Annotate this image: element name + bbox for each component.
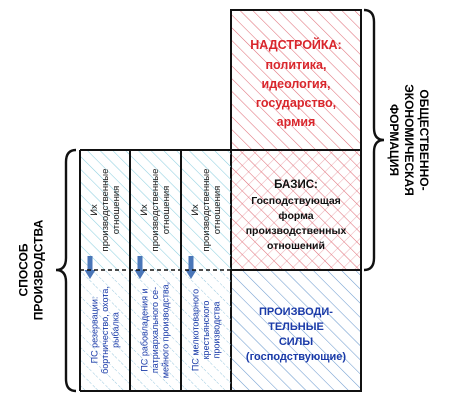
text-line: форма	[278, 210, 313, 222]
column-relations-text: Ихпроизводственныеотношения	[89, 169, 122, 252]
column-forces-text: ПС резервации:бортничество, охота,рыбалк…	[90, 286, 121, 374]
text-line: производственные	[201, 169, 212, 252]
column-relations-text: Ихпроизводственныеотношения	[190, 169, 223, 252]
forces-hatch	[231, 270, 361, 391]
text-line: патриархального се-	[150, 287, 160, 373]
text-line: Их	[89, 204, 100, 216]
column-forces-text: ПС рабовладения ипатриархального се-мейн…	[140, 282, 171, 378]
forces-text: ПРОИЗВОДИ- ТЕЛЬНЫЕ СИЛЫ (господствующие)	[246, 306, 347, 363]
text-line: отношений	[267, 240, 325, 252]
text-line: (господствующие)	[246, 351, 347, 363]
text-line: государство,	[256, 96, 336, 110]
mode-brace-shape	[55, 148, 77, 393]
forces-block: ПРОИЗВОДИ- ТЕЛЬНЫЕ СИЛЫ (господствующие)	[230, 269, 362, 392]
text-line: отношения	[111, 186, 122, 235]
superstructure-text: НАДСТРОЙКА: политика, идеология, государств…	[250, 37, 341, 129]
relations-hatch	[80, 150, 231, 270]
text-line: ЭКОНОМИЧЕСКАЯ	[402, 84, 416, 196]
column-forces-text: ПС мелкотоварногокрестьянскогопроизводст…	[191, 289, 222, 371]
down-arrow-icon	[185, 256, 197, 279]
text-line: ТЕЛЬНЫЕ	[268, 321, 324, 333]
superstructure-hatch	[231, 10, 361, 150]
text-line: НАДСТРОЙКА:	[250, 37, 341, 52]
text-line: ПС рабовладения и	[140, 288, 150, 371]
text-line: БАЗИС:	[274, 179, 318, 191]
text-line: производственные	[150, 169, 161, 252]
down-arrow-icon	[84, 256, 96, 279]
text-line: производственные	[100, 169, 111, 252]
down-arrow-icon	[134, 256, 146, 279]
formation-brace-shape	[363, 8, 385, 272]
text-line: Их	[190, 204, 201, 216]
text-line: СПОСОБ	[17, 243, 31, 296]
text-line: производственных	[246, 225, 347, 237]
text-line: СИЛЫ	[279, 336, 314, 348]
forces-columns-hatch	[80, 270, 231, 391]
text-line: ПРОИЗВОДСТВА	[32, 219, 46, 320]
text-line: отношения	[161, 186, 172, 235]
text-line: мейного производства,	[161, 282, 171, 378]
text-line: производства	[212, 301, 222, 358]
formation-label: ОБЩЕСТВЕННО-ЭКОНОМИЧЕСКАЯФОРМАЦИЯ	[387, 84, 431, 196]
text-line: ПС мелкотоварного	[191, 289, 201, 371]
text-line: отношения	[212, 186, 223, 235]
mode-label: СПОСОБПРОИЗВОДСТВА	[17, 219, 46, 320]
text-line: Господствующая	[251, 195, 341, 207]
text-line: бортничество, охота,	[100, 286, 110, 374]
basis-block: БАЗИС: Господствующая форма производственны…	[230, 149, 362, 271]
text-line: крестьянского	[201, 301, 211, 360]
text-line: ФОРМАЦИЯ	[387, 104, 401, 176]
formation-brace: ОБЩЕСТВЕННО-ЭКОНОМИЧЕСКАЯФОРМАЦИЯ	[363, 8, 431, 272]
column-relations-text: Ихпроизводственныеотношения	[139, 169, 172, 252]
text-line: рыбалка	[111, 312, 121, 348]
mode-brace: СПОСОБПРОИЗВОДСТВА	[17, 148, 77, 393]
text-line: ПС резервации:	[90, 297, 100, 364]
text-line: армия	[277, 115, 316, 129]
text-line: ОБЩЕСТВЕННО-	[417, 89, 431, 190]
basis-text: БАЗИС: Господствующая форма производственны…	[246, 179, 347, 252]
text-line: ПРОИЗВОДИ-	[259, 306, 333, 318]
text-line: идеология,	[262, 77, 331, 91]
text-line: Их	[139, 204, 150, 216]
superstructure-block: НАДСТРОЙКА: политика, идеология, государств…	[230, 9, 362, 151]
text-line: политика,	[266, 58, 327, 72]
